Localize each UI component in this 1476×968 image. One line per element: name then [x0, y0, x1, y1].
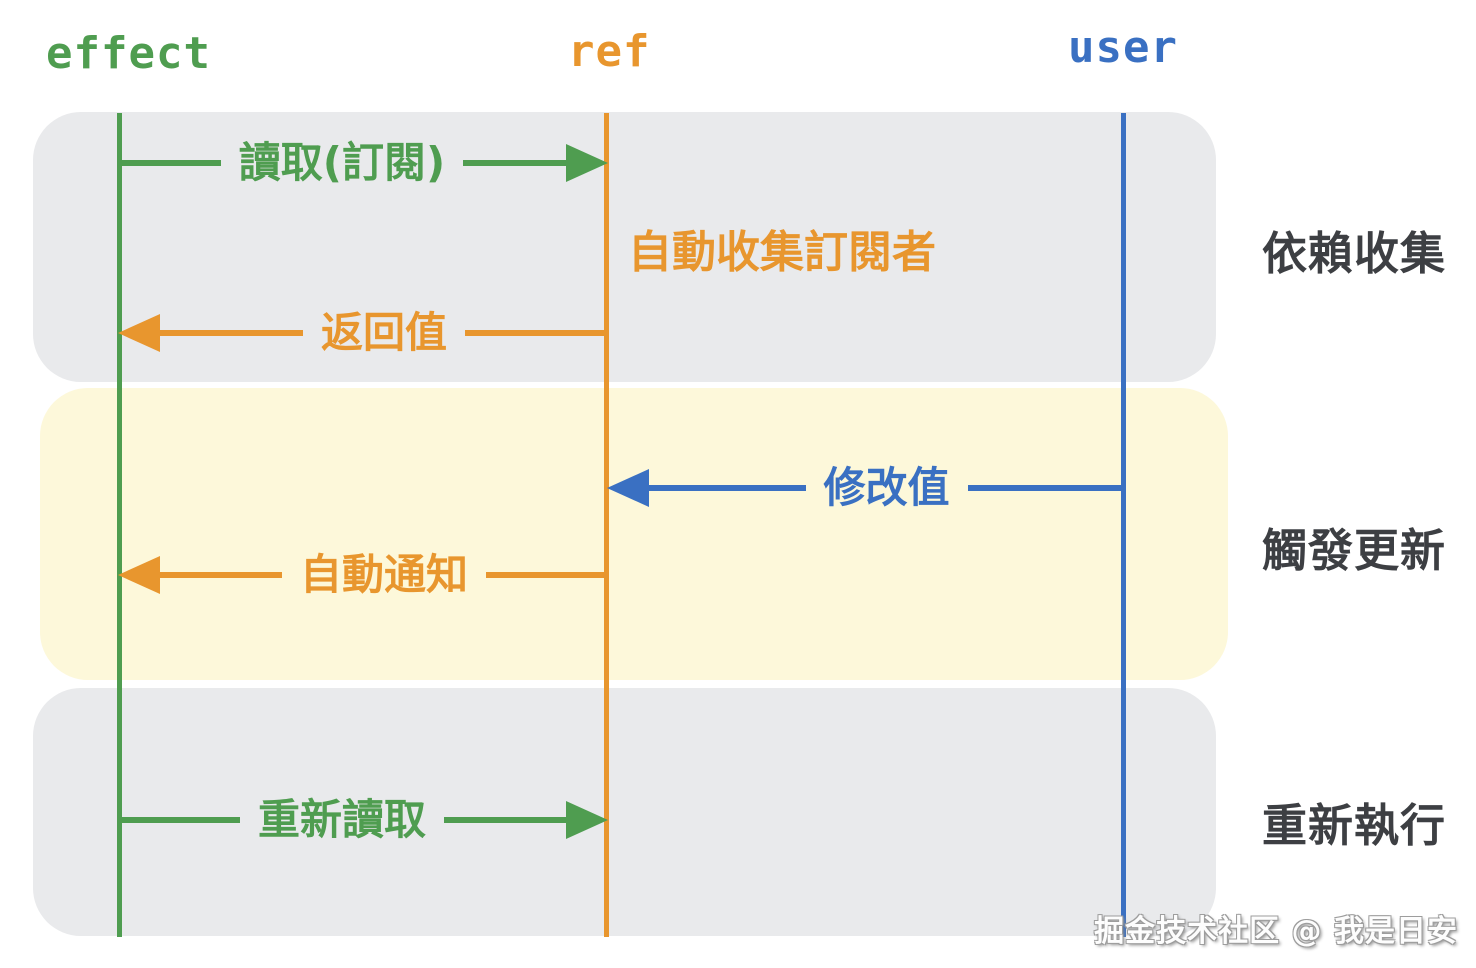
lifeline-label-ref: ref [568, 26, 651, 77]
message-read-subscribe: 讀取(訂閱) [118, 139, 608, 187]
arrow-line [465, 330, 609, 336]
lifeline-ref [604, 113, 609, 937]
arrow-line [486, 572, 609, 578]
arrowhead-left-icon [118, 314, 160, 352]
watermark: 掘金技术社区 @ 我是日安 [1094, 914, 1458, 949]
section-label-re-execute: 重新執行 [1262, 799, 1447, 852]
arrow-line [463, 160, 566, 166]
arrowhead-right-icon [566, 144, 608, 182]
lifeline-effect [117, 113, 122, 937]
arrow-line [967, 485, 1125, 491]
message-auto-notify: 自動通知 [118, 550, 609, 599]
section-label-dependency-collection: 依賴收集 [1262, 227, 1447, 280]
message-label: 重新讀取 [258, 795, 427, 844]
message-label: 修改值 [823, 463, 950, 512]
lifeline-user [1121, 113, 1126, 937]
message-modify-value: 修改值 [607, 463, 1125, 512]
arrow-line [160, 572, 282, 578]
arrow-line [118, 817, 240, 823]
lifeline-label-effect: effect [46, 28, 211, 79]
message-label: 讀取(訂閱) [238, 138, 446, 187]
message-return-value: 返回值 [118, 308, 609, 357]
arrow-line [444, 817, 567, 823]
section-band-re-execute [33, 688, 1216, 936]
lifeline-label-user: user [1068, 22, 1178, 73]
arrow-line [118, 160, 221, 166]
arrowhead-left-icon [607, 469, 649, 507]
section-label-trigger-update: 觸發更新 [1262, 524, 1447, 577]
section-band-dependency-collection [33, 112, 1216, 382]
arrow-line [649, 485, 806, 491]
arrowhead-right-icon [566, 801, 609, 839]
arrowhead-left-icon [118, 556, 160, 594]
arrow-line [160, 330, 303, 336]
note-auto-collect-subscribers: 自動收集訂閱者 [628, 227, 936, 278]
message-re-read: 重新讀取 [118, 795, 609, 844]
message-label: 自動通知 [300, 550, 469, 599]
message-label: 返回值 [321, 308, 448, 357]
section-band-trigger-update [40, 388, 1228, 680]
